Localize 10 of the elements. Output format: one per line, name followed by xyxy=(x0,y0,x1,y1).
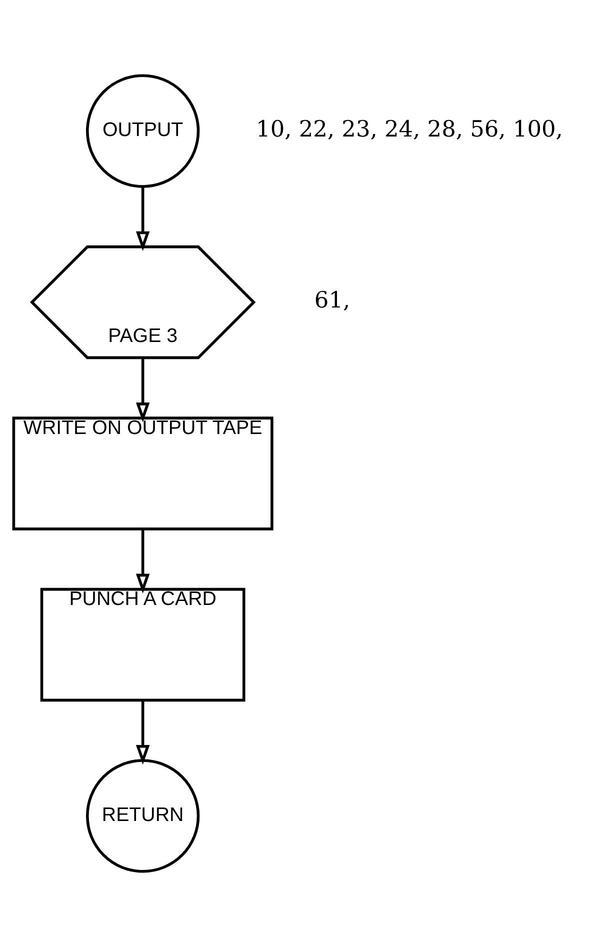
arrow xyxy=(136,700,150,764)
node-box: WRITE ON OUTPUT TAPE xyxy=(12,416,274,530)
arrow xyxy=(136,528,150,593)
node-circle: RETURN xyxy=(86,758,200,872)
node-label: 61, xyxy=(314,287,350,314)
arrow xyxy=(136,186,150,250)
node-label: 10, 22, 23, 24, 28, 56, 100, xyxy=(256,116,563,142)
arrow xyxy=(136,357,150,422)
node-circle: OUTPUT xyxy=(86,74,200,188)
node-box: PUNCH A CARD xyxy=(40,587,246,702)
